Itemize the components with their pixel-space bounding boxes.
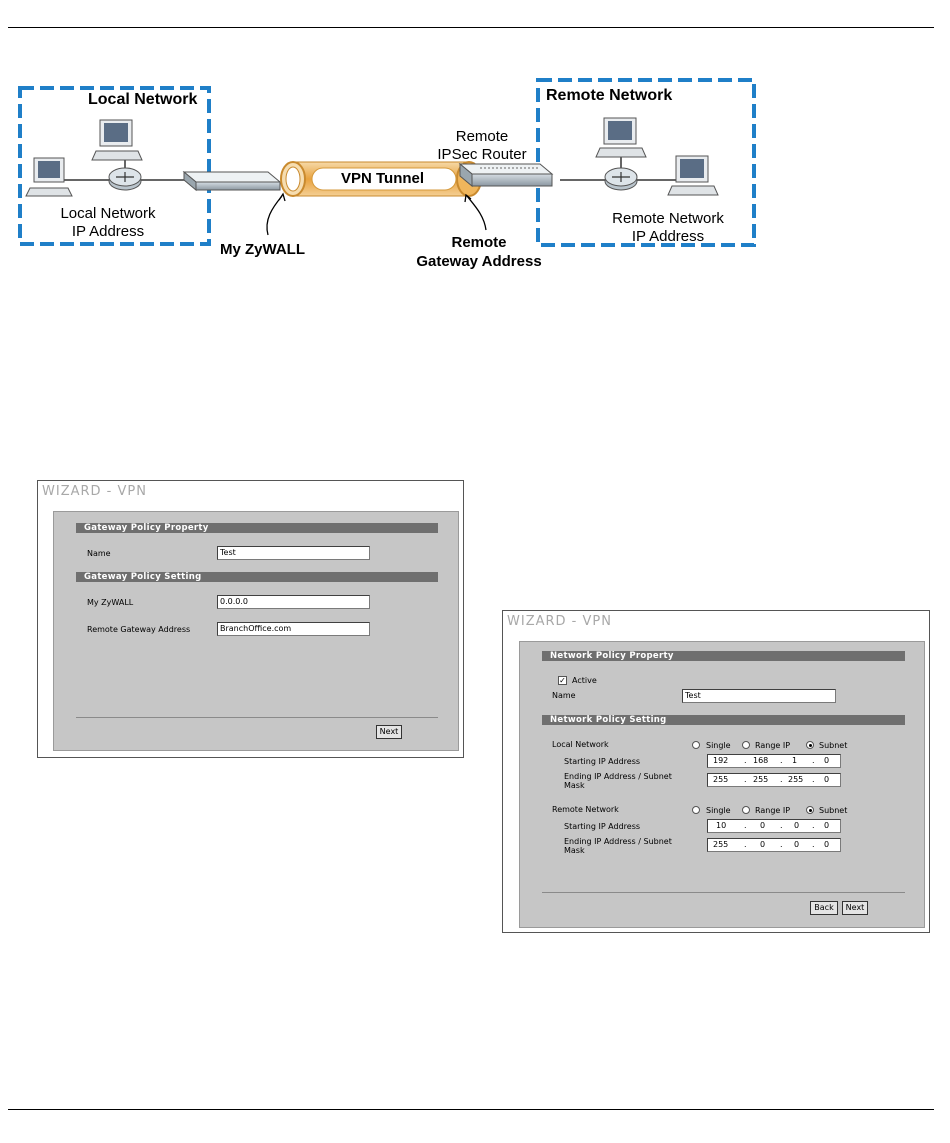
next-button[interactable]: Next: [842, 901, 868, 915]
local-ip-label: Local Network IP Address: [60, 205, 156, 240]
remote-network-box: [536, 78, 756, 247]
local-router-icon: [108, 167, 142, 191]
wizard-vpn-network-panel: WIZARD - VPN Network Policy Property ✓ A…: [502, 610, 930, 933]
active-label: Active: [572, 676, 597, 685]
local-single-radio[interactable]: [692, 741, 700, 749]
remote-subnet-label: Subnet: [819, 806, 848, 815]
name-label: Name: [552, 691, 576, 700]
local-starting-ip-input[interactable]: 192 . 168 . 1 . 0: [707, 754, 841, 768]
remote-ip-label: Remote Network IP Address: [612, 210, 724, 245]
active-checkbox[interactable]: ✓: [558, 676, 567, 685]
local-computer-top-icon: [91, 119, 143, 161]
remote-ipsec-router-icon: [458, 162, 554, 188]
local-ending-ip-input[interactable]: 255 . 255 . 255 . 0: [707, 773, 841, 787]
wizard-title: WIZARD - VPN: [507, 614, 612, 629]
remote-ending-ip-label: Ending IP Address / Subnet Mask: [564, 837, 672, 855]
name-label: Name: [87, 549, 111, 558]
remote-network-label: Remote Network: [546, 87, 673, 104]
vpn-tunnel-graphic: [280, 161, 482, 197]
remote-gateway-address-label: Remote Gateway Address: [416, 234, 542, 270]
local-subnet-radio[interactable]: [806, 741, 814, 749]
local-range-label: Range IP: [755, 741, 791, 750]
network-policy-setting-header: Network Policy Setting: [542, 715, 905, 725]
remote-single-radio[interactable]: [692, 806, 700, 814]
remote-gateway-address-input[interactable]: BranchOffice.com: [217, 622, 370, 636]
local-starting-ip-label: Starting IP Address: [564, 757, 641, 766]
back-button[interactable]: Back: [810, 901, 838, 915]
gateway-policy-property-header: Gateway Policy Property: [76, 523, 438, 533]
my-zywall-label: My ZyWALL: [87, 598, 134, 607]
diagram-graphics: [18, 78, 756, 247]
next-button[interactable]: Next: [376, 725, 402, 739]
top-rule: [8, 27, 934, 28]
remote-starting-ip-input[interactable]: 10 . 0 . 0 . 0: [707, 819, 841, 833]
remote-router-icon: [604, 167, 638, 191]
wizard-vpn-gateway-panel: WIZARD - VPN Gateway Policy Property Nam…: [37, 480, 464, 758]
footer-divider: [542, 892, 905, 893]
vpn-tunnel-label: VPN Tunnel: [341, 170, 425, 187]
remote-range-label: Range IP: [755, 806, 791, 815]
remote-network-label: Remote Network: [552, 805, 619, 814]
remote-single-label: Single: [706, 806, 731, 815]
local-network-label: Local Network: [552, 740, 609, 749]
remote-range-radio[interactable]: [742, 806, 750, 814]
name-input[interactable]: Test: [682, 689, 836, 703]
footer-divider: [76, 717, 438, 718]
remote-gateway-address-label: Remote Gateway Address: [87, 625, 191, 634]
remote-ending-ip-input[interactable]: 255 . 0 . 0 . 0: [707, 838, 841, 852]
wizard-title: WIZARD - VPN: [42, 484, 147, 499]
local-range-radio[interactable]: [742, 741, 750, 749]
local-ending-ip-label: Ending IP Address / Subnet Mask: [564, 772, 672, 790]
remote-subnet-radio[interactable]: [806, 806, 814, 814]
my-zywall-device-icon: [182, 170, 282, 192]
local-subnet-label: Subnet: [819, 741, 848, 750]
local-single-label: Single: [706, 741, 731, 750]
local-network-box: [18, 86, 211, 246]
vpn-network-diagram: Local Network Remote Network Local Netwo…: [0, 60, 950, 290]
remote-computer-top-icon: [595, 117, 647, 158]
local-network-label: Local Network: [88, 91, 198, 108]
network-policy-property-header: Network Policy Property: [542, 651, 905, 661]
my-zywall-label: My ZyWALL: [220, 241, 305, 258]
bottom-rule: [8, 1109, 934, 1110]
name-input[interactable]: Test: [217, 546, 370, 560]
wizard-body: Network Policy Property ✓ Active Name Te…: [519, 641, 925, 928]
remote-computer-right-icon: [667, 155, 719, 196]
gateway-policy-setting-header: Gateway Policy Setting: [76, 572, 438, 582]
remote-ipsec-router-label: Remote IPSec Router: [437, 128, 527, 163]
remote-starting-ip-label: Starting IP Address: [564, 822, 641, 831]
local-computer-left-icon: [25, 157, 73, 197]
my-zywall-input[interactable]: 0.0.0.0: [217, 595, 370, 609]
wizard-body: Gateway Policy Property Name Test Gatewa…: [53, 511, 459, 751]
